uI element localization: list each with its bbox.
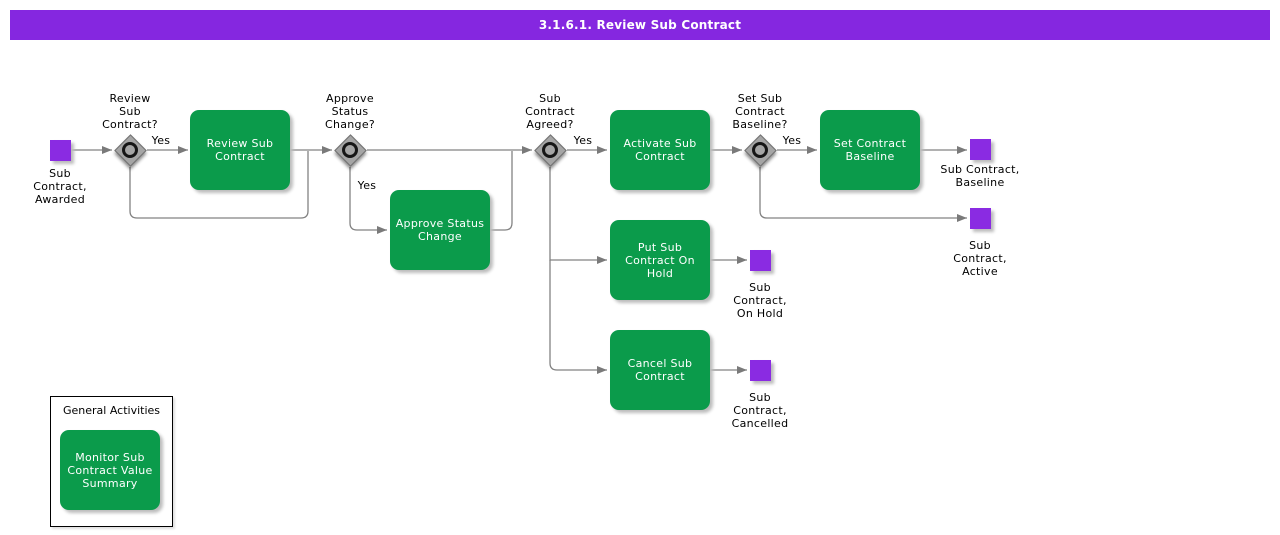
event-label-sub-contract-baseline: Sub Contract, Baseline — [940, 163, 1020, 189]
flow-review-gateway-bypass — [129, 151, 309, 219]
diagram-title: 3.1.6.1. Review Sub Contract — [538, 18, 742, 32]
flow-approve-gateway-yes-to-approve-task — [349, 167, 387, 234]
flow-agreed-to-hold-task — [549, 167, 607, 264]
edge-label-yes-approve: Yes — [357, 179, 377, 192]
edge-label-yes-agreed: Yes — [573, 134, 593, 147]
event-label-sub-contract-on-hold: Sub Contract, On Hold — [733, 281, 787, 320]
event-label-sub-contract-cancelled: Sub Contract, Cancelled — [731, 391, 789, 430]
gateway-approve-status-change — [334, 134, 367, 167]
event-label-sub-contract-active: Sub Contract, Active — [953, 239, 1007, 278]
task-put-sub-contract-on-hold[interactable]: Put Sub Contract On Hold — [610, 220, 710, 300]
event-sub-contract-baseline — [970, 139, 991, 160]
event-sub-contract-on-hold — [750, 250, 771, 271]
edge-label-yes-baseline: Yes — [782, 134, 802, 147]
gateway-review-sub-contract — [114, 134, 147, 167]
task-monitor-sub-contract-value-summary[interactable]: Monitor Sub Contract Value Summary — [60, 430, 160, 510]
gateway-circle-icon — [752, 142, 768, 158]
gateway-label-set-sub-contract-baseline: Set Sub Contract Baseline? — [732, 92, 788, 131]
edge-label-yes-review: Yes — [151, 134, 171, 147]
event-sub-contract-active — [970, 208, 991, 229]
task-activate-sub-contract[interactable]: Activate Sub Contract — [610, 110, 710, 190]
task-cancel-sub-contract[interactable]: Cancel Sub Contract — [610, 330, 710, 410]
general-activities-title: General Activities — [62, 404, 161, 417]
event-label-sub-contract-awarded: Sub Contract, Awarded — [33, 167, 87, 206]
gateway-label-approve-status-change: Approve Status Change? — [324, 92, 376, 131]
task-review-sub-contract[interactable]: Review Sub Contract — [190, 110, 290, 190]
gateway-set-sub-contract-baseline — [744, 134, 777, 167]
gateway-label-review-sub-contract: Review Sub Contract? — [102, 92, 158, 131]
gateway-circle-icon — [342, 142, 358, 158]
flow-baseline-gateway-no-to-active-event — [759, 167, 967, 222]
gateway-circle-icon — [122, 142, 138, 158]
gateway-label-sub-contract-agreed: Sub Contract Agreed? — [525, 92, 575, 131]
gateway-sub-contract-agreed — [534, 134, 567, 167]
general-activities-group: General Activities Monitor Sub Contract … — [50, 396, 173, 527]
task-set-contract-baseline[interactable]: Set Contract Baseline — [820, 110, 920, 190]
gateway-circle-icon — [542, 142, 558, 158]
flow-agreed-to-cancel-task — [549, 260, 607, 374]
flow-approve-task-merge — [490, 151, 513, 231]
event-sub-contract-awarded — [50, 140, 71, 161]
event-sub-contract-cancelled — [750, 360, 771, 381]
diagram-title-bar: 3.1.6.1. Review Sub Contract — [10, 10, 1270, 40]
task-approve-status-change[interactable]: Approve Status Change — [390, 190, 490, 270]
